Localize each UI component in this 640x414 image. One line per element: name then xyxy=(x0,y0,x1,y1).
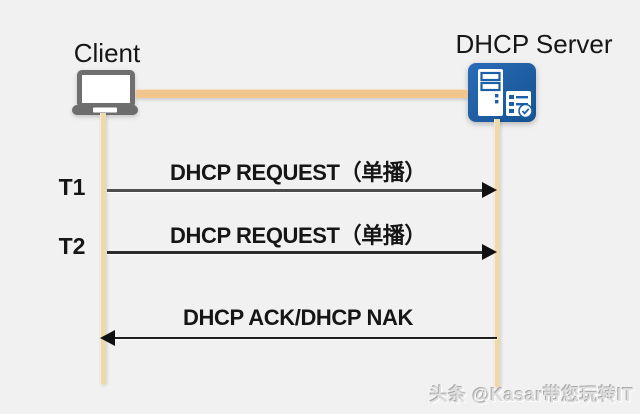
laptop-icon xyxy=(71,70,139,117)
timer-t1-label: T1 xyxy=(58,174,86,200)
arrow-left-icon xyxy=(100,330,115,346)
watermark: 头条 @Kasar带您玩转IT xyxy=(429,385,634,405)
message-3-label: DHCP ACK/DHCP NAK xyxy=(183,305,413,330)
server-lifeline xyxy=(494,119,500,388)
timer-t2-label: T2 xyxy=(58,233,86,259)
arrow-right-icon xyxy=(482,244,497,260)
server-label: DHCP Server xyxy=(455,29,613,59)
message-2-label: DHCP REQUEST（单播） xyxy=(170,223,426,248)
client-lifeline xyxy=(100,113,106,385)
client-server-link xyxy=(136,89,468,98)
arrow-right-icon xyxy=(482,182,497,198)
server-icon xyxy=(467,62,537,123)
message-2-arrow-line xyxy=(107,251,484,254)
message-1-arrow-line xyxy=(107,189,484,192)
client-label: Client xyxy=(73,38,141,68)
message-3-arrow-line xyxy=(113,337,497,339)
message-1-label: DHCP REQUEST（单播） xyxy=(170,160,426,185)
